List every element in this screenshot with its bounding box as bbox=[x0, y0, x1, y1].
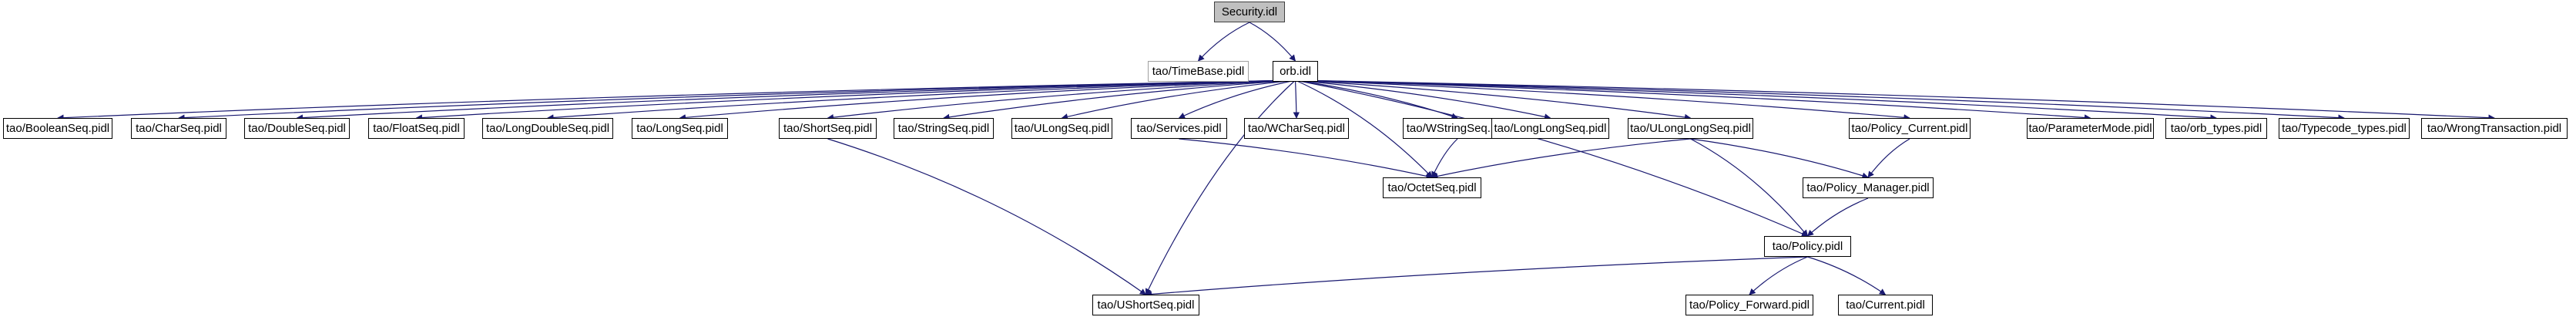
graph-node-policy[interactable]: tao/Policy.pidl bbox=[1764, 236, 1851, 257]
graph-node-wcharseq[interactable]: tao/WCharSeq.pidl bbox=[1244, 118, 1349, 139]
graph-edge-shortseq-to-ushortseq bbox=[827, 138, 1147, 295]
graph-node-policyforward[interactable]: tao/Policy_Forward.pidl bbox=[1685, 295, 1813, 315]
graph-edge-orbidl-to-orbtypes bbox=[1295, 79, 2217, 121]
graph-node-label: tao/LongDoubleSeq.pidl bbox=[485, 122, 610, 135]
graph-node-stringseq[interactable]: tao/StringSeq.pidl bbox=[894, 118, 994, 139]
graph-edge-policy-to-ushortseq bbox=[1145, 256, 1808, 298]
graph-node-label: tao/Policy_Current.pidl bbox=[1851, 122, 1968, 135]
graph-node-doubleseq[interactable]: tao/DoubleSeq.pidl bbox=[244, 118, 350, 139]
graph-node-label: tao/UShortSeq.pidl bbox=[1097, 298, 1195, 312]
graph-node-label: tao/Policy.pidl bbox=[1772, 240, 1843, 253]
graph-edge-orbidl-to-longdoubleseq bbox=[547, 79, 1296, 121]
graph-node-label: tao/Policy_Manager.pidl bbox=[1806, 181, 1930, 194]
graph-node-policymanager[interactable]: tao/Policy_Manager.pidl bbox=[1803, 177, 1934, 198]
graph-edge-ulonglongseq-to-policy bbox=[1690, 138, 1809, 237]
graph-edge-orbidl-to-ulonglongseq bbox=[1295, 79, 1692, 121]
graph-edge-orbidl-to-wcharseq bbox=[1293, 79, 1300, 119]
graph-node-wrongtransaction[interactable]: tao/WrongTransaction.pidl bbox=[2421, 118, 2568, 139]
graph-node-shortseq[interactable]: tao/ShortSeq.pidl bbox=[779, 118, 877, 139]
graph-edge-orbidl-to-ulongseq bbox=[1061, 79, 1296, 120]
graph-node-orbidl[interactable]: orb.idl bbox=[1273, 61, 1318, 82]
graph-node-timebase[interactable]: tao/TimeBase.pidl bbox=[1148, 61, 1249, 82]
graph-edge-orbidl-to-floatseq bbox=[415, 79, 1296, 121]
graph-edge-orbidl-to-booleanseq bbox=[57, 79, 1296, 121]
graph-node-label: tao/ParameterMode.pidl bbox=[2028, 122, 2152, 135]
graph-edge-policymanager-to-policy bbox=[1806, 197, 1869, 237]
graph-node-longlongseq[interactable]: tao/LongLongSeq.pidl bbox=[1491, 118, 1609, 139]
graph-edge-orbidl-to-policycurrent bbox=[1295, 79, 1910, 121]
graph-node-orbtypes[interactable]: tao/orb_types.pidl bbox=[2165, 118, 2267, 139]
graph-edge-orbidl-to-wrongtransaction bbox=[1295, 79, 2495, 121]
graph-node-label: tao/Services.pidl bbox=[1136, 122, 1222, 135]
graph-node-longdoubleseq[interactable]: tao/LongDoubleSeq.pidl bbox=[482, 118, 613, 139]
graph-node-services[interactable]: tao/Services.pidl bbox=[1131, 118, 1227, 139]
graph-node-typecodetypes[interactable]: tao/Typecode_types.pidl bbox=[2279, 118, 2410, 139]
graph-edge-orbidl-to-typecodetypes bbox=[1295, 79, 2345, 121]
graph-node-label: tao/WCharSeq.pidl bbox=[1248, 122, 1345, 135]
graph-node-label: tao/Current.pidl bbox=[1846, 298, 1925, 312]
graph-node-label: tao/LongLongSeq.pidl bbox=[1494, 122, 1607, 135]
graph-edge-services-to-octetseq bbox=[1179, 138, 1433, 180]
graph-edge-policy-to-policyforward bbox=[1749, 256, 1808, 295]
graph-node-ushortseq[interactable]: tao/UShortSeq.pidl bbox=[1092, 295, 1199, 315]
graph-edge-orbidl-to-parametermode bbox=[1295, 79, 2091, 121]
graph-edge-ulonglongseq-to-policymanager bbox=[1690, 138, 1869, 179]
graph-edge-orbidl-to-services bbox=[1178, 79, 1296, 119]
graph-node-label: tao/Typecode_types.pidl bbox=[2282, 122, 2407, 135]
graph-node-label: tao/orb_types.pidl bbox=[2170, 122, 2262, 135]
graph-node-label: tao/ULongLongSeq.pidl bbox=[1630, 122, 1751, 135]
graph-edge-security-to-timebase bbox=[1197, 22, 1250, 62]
graph-edge-orbidl-to-policy bbox=[1295, 79, 1809, 237]
graph-edge-policycurrent-to-policymanager bbox=[1867, 138, 1910, 178]
graph-edge-orbidl-to-charseq bbox=[178, 79, 1296, 121]
graph-node-label: tao/TimeBase.pidl bbox=[1152, 65, 1245, 78]
graph-node-security[interactable]: Security.idl bbox=[1214, 2, 1285, 22]
graph-node-label: tao/DoubleSeq.pidl bbox=[248, 122, 346, 135]
graph-node-charseq[interactable]: tao/CharSeq.pidl bbox=[131, 118, 226, 139]
graph-node-label: tao/ULongSeq.pidl bbox=[1014, 122, 1110, 135]
graph-node-policycurrent[interactable]: tao/Policy_Current.pidl bbox=[1849, 118, 1971, 139]
graph-edge-ulonglongseq-to-octetseq bbox=[1431, 138, 1691, 180]
graph-node-longseq[interactable]: tao/LongSeq.pidl bbox=[632, 118, 728, 139]
graph-edge-orbidl-to-doubleseq bbox=[296, 79, 1296, 121]
graph-node-ulonglongseq[interactable]: tao/ULongLongSeq.pidl bbox=[1628, 118, 1753, 139]
graph-node-label: tao/StringSeq.pidl bbox=[897, 122, 990, 135]
graph-edge-wstringseq-to-octetseq bbox=[1431, 138, 1458, 178]
graph-edge-orbidl-to-longlongseq bbox=[1295, 79, 1551, 120]
graph-node-label: tao/Policy_Forward.pidl bbox=[1689, 298, 1810, 312]
graph-node-label: tao/BooleanSeq.pidl bbox=[5, 122, 110, 135]
graph-node-floatseq[interactable]: tao/FloatSeq.pidl bbox=[368, 118, 465, 139]
graph-edge-orbidl-to-stringseq bbox=[943, 79, 1296, 120]
graph-node-label: tao/LongSeq.pidl bbox=[636, 122, 723, 135]
graph-node-label: tao/WStringSeq.pidl bbox=[1406, 122, 1509, 135]
graph-node-label: tao/ShortSeq.pidl bbox=[783, 122, 873, 135]
graph-node-label: tao/CharSeq.pidl bbox=[136, 122, 222, 135]
graph-edge-policy-to-current bbox=[1807, 256, 1887, 295]
graph-edge-security-to-orbidl bbox=[1249, 22, 1296, 62]
graph-edge-orbidl-to-longseq bbox=[679, 79, 1296, 121]
graph-node-label: tao/FloatSeq.pidl bbox=[373, 122, 460, 135]
graph-edge-orbidl-to-octetseq bbox=[1295, 79, 1433, 178]
graph-node-current[interactable]: tao/Current.pidl bbox=[1838, 295, 1933, 315]
graph-node-parametermode[interactable]: tao/ParameterMode.pidl bbox=[2027, 118, 2154, 139]
graph-node-ulongseq[interactable]: tao/ULongSeq.pidl bbox=[1011, 118, 1112, 139]
graph-node-label: tao/OctetSeq.pidl bbox=[1387, 181, 1477, 194]
graph-node-label: orb.idl bbox=[1280, 65, 1311, 78]
graph-node-booleanseq[interactable]: tao/BooleanSeq.pidl bbox=[3, 118, 112, 139]
graph-edge-orbidl-to-ushortseq bbox=[1145, 79, 1296, 295]
graph-node-label: Security.idl bbox=[1221, 5, 1278, 19]
graph-node-octetseq[interactable]: tao/OctetSeq.pidl bbox=[1383, 177, 1481, 198]
graph-node-label: tao/WrongTransaction.pidl bbox=[2427, 122, 2562, 135]
graph-edge-orbidl-to-shortseq bbox=[827, 79, 1296, 121]
